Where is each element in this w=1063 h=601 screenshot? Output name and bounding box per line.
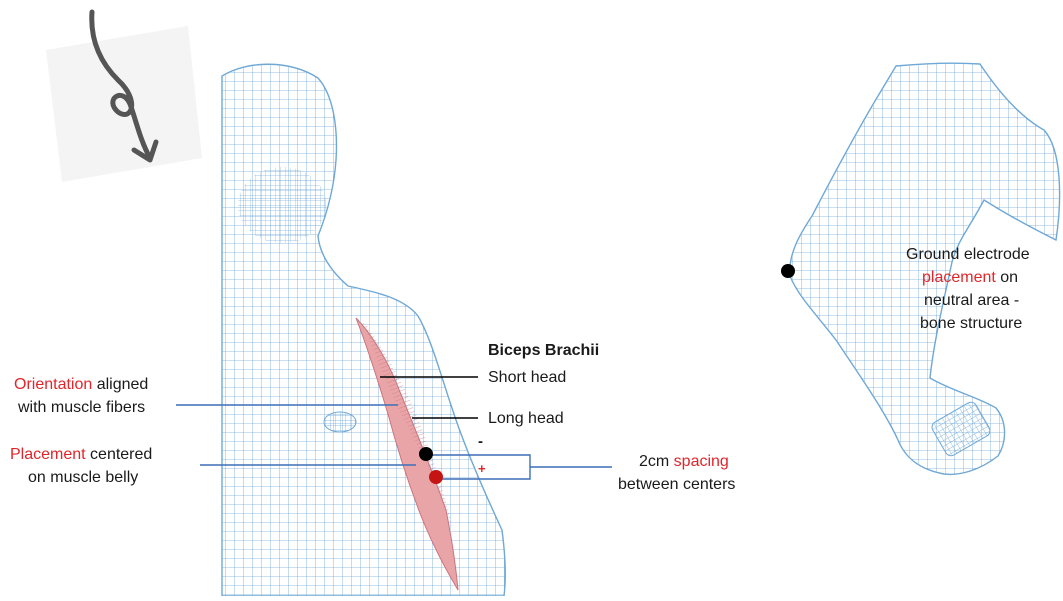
positive-electrode — [429, 470, 443, 484]
positive-sign: + — [478, 458, 486, 479]
orientation-line2: with muscle fibers — [18, 397, 145, 418]
negative-sign: - — [478, 431, 483, 452]
ground-electrode — [781, 264, 795, 278]
ground-line2: placement on — [922, 267, 1018, 288]
orientation-label: Orientation aligned — [14, 374, 148, 395]
placement-label: Placement centered — [10, 444, 152, 465]
long-head-label: Long head — [488, 408, 564, 429]
orientation-highlight: Orientation — [14, 376, 92, 393]
spacing-line2: between centers — [618, 474, 735, 495]
ground-line3: neutral area - — [924, 290, 1019, 311]
ground-rest: on — [996, 269, 1018, 286]
muscle-title: Biceps Brachii — [488, 340, 599, 361]
placement-rest: centered — [86, 446, 153, 463]
orientation-rest: aligned — [92, 376, 148, 393]
negative-electrode — [419, 447, 433, 461]
spacing-pre: 2cm — [639, 453, 674, 470]
paper-shape — [46, 26, 202, 182]
ground-line4: bone structure — [920, 313, 1022, 334]
spacing-label: 2cm spacing — [639, 451, 729, 472]
ground-highlight: placement — [922, 269, 996, 286]
placement-highlight: Placement — [10, 446, 86, 463]
short-head-label: Short head — [488, 367, 566, 388]
spacing-highlight: spacing — [674, 453, 729, 470]
placement-line2: on muscle belly — [28, 467, 138, 488]
ground-line1: Ground electrode — [906, 244, 1030, 265]
